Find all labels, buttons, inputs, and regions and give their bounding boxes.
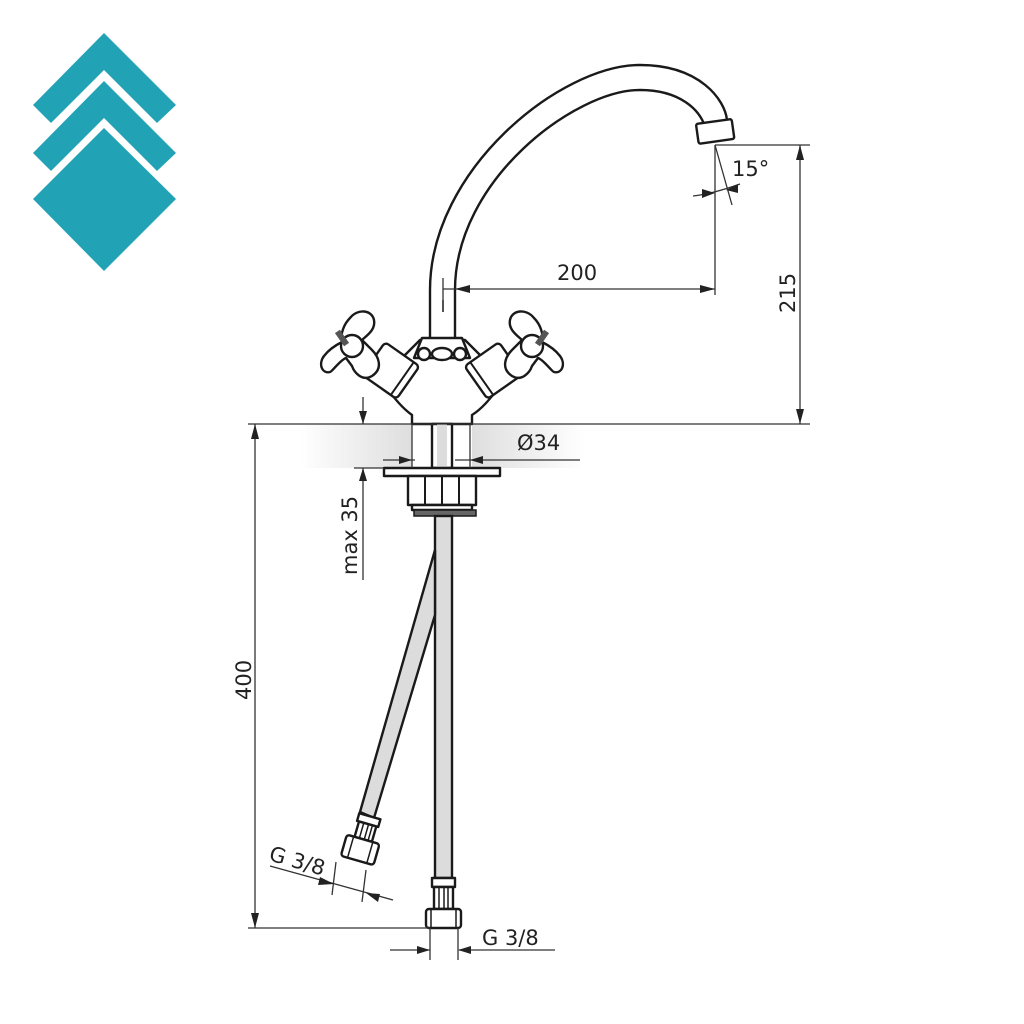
dimension-lines [248,144,810,960]
label-spout-angle: 15° [732,157,769,181]
label-max-counter-thickness: max 35 [338,496,362,575]
brand-logo [33,33,176,271]
hose-angled [358,549,437,820]
label-hose-length: 400 [232,660,256,700]
spout-tube [428,63,729,342]
logo-diamond-icon [33,128,176,271]
handle-left-icon [319,310,381,380]
label-mount-hole-diameter: Ø34 [517,431,560,455]
mounting-assembly [382,422,502,517]
mixer-body [319,300,565,426]
handle-right-icon [503,310,565,380]
label-spout-height: 215 [776,273,800,313]
logo-chevron-middle-icon [33,81,176,171]
aerator-icon [695,118,736,145]
fitting-right-icon [424,876,463,930]
hose-straight [433,514,454,880]
logo-chevron-top-icon [33,33,176,123]
label-spout-reach: 200 [557,261,597,285]
fitting-left-icon [340,812,382,866]
supply-hoses [340,514,463,930]
label-hose-thread-right: G 3/8 [482,926,539,950]
label-hose-thread-left: G 3/8 [267,842,328,881]
spout [428,63,736,342]
